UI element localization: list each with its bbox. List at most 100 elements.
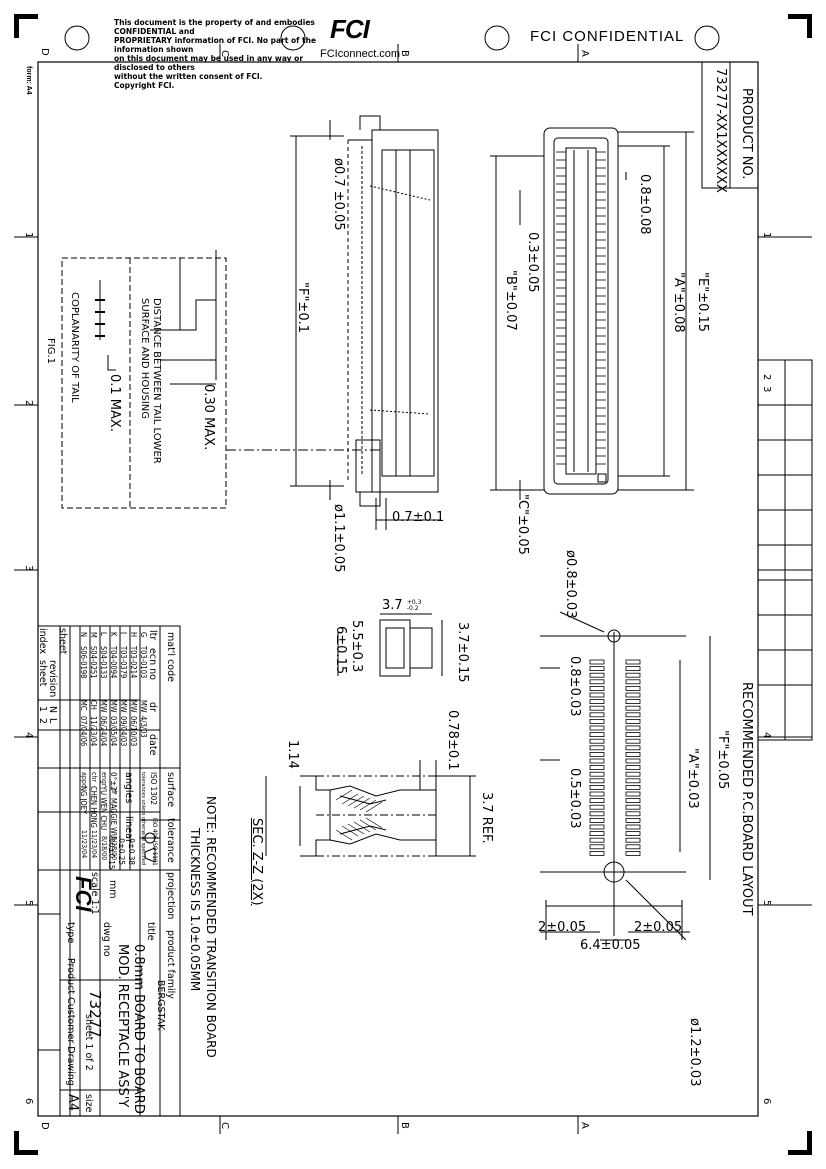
role-date: 11/23/04 xyxy=(80,830,88,859)
frame-corner xyxy=(807,1131,812,1155)
pcb-pad xyxy=(589,732,605,737)
pcb-pad xyxy=(589,699,605,704)
pcb-dim-d12: ø1.2±0.03 xyxy=(687,1018,702,1087)
pcb-dim-p08: 0.8±0.03 xyxy=(567,656,582,717)
revision-cell: L xyxy=(99,632,108,636)
rev-header: ltr xyxy=(147,630,158,641)
pcb-dim-w64: 6.4±0.05 xyxy=(580,938,641,953)
note-line-2: THICKNESS IS 1.0±0.05MM xyxy=(188,828,202,992)
revision-cell: T04-0094 xyxy=(109,646,118,679)
tb-angles: angles xyxy=(123,772,134,804)
pcb-pad xyxy=(625,725,641,731)
pcb-pad xyxy=(625,837,641,843)
tb-iso406: ISO 406 ISO 1101 xyxy=(151,818,158,866)
dim-a008: "A"±0.08 xyxy=(671,272,686,333)
pcb-pad xyxy=(589,719,605,724)
fig1-max-030: 0.30 MAX. xyxy=(201,384,216,451)
revision-cell: S06-0198 xyxy=(79,646,88,679)
pcb-pad xyxy=(625,738,641,744)
pcb-pad xyxy=(589,692,605,698)
pcb-pad xyxy=(589,791,605,797)
revision-cell: K xyxy=(109,632,118,637)
zone-number: 2 xyxy=(761,374,772,381)
revision-cell: CH xyxy=(89,700,98,710)
pcb-pad xyxy=(625,692,641,698)
role-name: YU WEN CHU xyxy=(99,786,108,831)
pcb-pad xyxy=(625,804,641,810)
revision-cell: MW xyxy=(119,700,128,713)
pcb-pad xyxy=(589,785,605,790)
role-date: 8/18/00 xyxy=(100,836,108,861)
zone-number: 1 xyxy=(23,232,34,239)
tb-product-family: BERGSTAK xyxy=(155,980,166,1031)
pcb-pad xyxy=(625,771,641,777)
tb-revision-label: revision xyxy=(47,660,58,698)
role-name: CHEN HONG xyxy=(89,786,98,828)
revision-cell: 07/04/06 xyxy=(79,716,88,747)
pcb-pad xyxy=(625,778,641,784)
zone-number: 5 xyxy=(23,900,34,907)
fci-logo: FCI xyxy=(330,14,370,44)
notice-line: on this document may be used in any way … xyxy=(114,54,304,72)
tb-sheet-label: sheet xyxy=(57,628,68,655)
tb-product-family-label: product family xyxy=(165,930,176,999)
pcb-pad xyxy=(589,666,605,671)
revision-cell: 06/10/03 xyxy=(129,716,138,747)
pcb-pad xyxy=(625,672,641,678)
revision-cell: J xyxy=(119,632,128,634)
revision-cell: MW xyxy=(139,700,148,713)
revision-cell: 4/3/03 xyxy=(139,716,148,738)
pcb-pad xyxy=(589,778,605,784)
confidential-notice: This document is the property of and emb… xyxy=(114,18,324,90)
frame-corner xyxy=(14,1150,38,1155)
tb-iso1302: ISO 1302 xyxy=(149,772,158,805)
tb-surface: surface xyxy=(165,772,176,808)
pcb-pad xyxy=(625,791,641,797)
revision-cell: T03-0103 xyxy=(139,646,148,679)
zone-letter: C xyxy=(219,50,230,57)
pcb-pad xyxy=(625,705,641,711)
pcb-pad xyxy=(589,831,605,836)
dim-ref37: 3.7 REF. xyxy=(479,792,494,844)
dim-b007: "B"±0.07 xyxy=(503,270,518,331)
product-no-label: PRODUCT NO. xyxy=(739,88,754,180)
fig1-distance-note-1: DISTANCE BETWEEN TAIL LOWER xyxy=(151,298,162,464)
pcb-pad xyxy=(625,732,641,737)
revision-cell: S04-0251 xyxy=(89,646,98,679)
role-name: MAGGIE WU xyxy=(109,798,118,839)
pcb-pad xyxy=(625,818,641,823)
revision-cell: 09/04/03 xyxy=(119,716,128,747)
frame-corner xyxy=(788,14,812,19)
dim-h6: 6±0.15 xyxy=(333,626,348,675)
frame-corner xyxy=(14,14,19,38)
tb-lin-val: .0±0.25 xyxy=(117,836,126,865)
product-no-value: 73277-XX1XXXXXX xyxy=(713,68,728,193)
pcb-pad xyxy=(625,719,641,724)
dim-f01: "F"±0.1 xyxy=(295,282,310,334)
pcb-pad xyxy=(625,824,641,830)
website-link[interactable]: FCIconnect.com xyxy=(320,48,401,60)
pcb-pad xyxy=(625,686,641,691)
tb-type-label: type xyxy=(65,922,76,944)
dim-p03: 0.3±0.05 xyxy=(525,232,540,293)
revision-cell: T03-0214 xyxy=(129,646,138,679)
role-label: engr xyxy=(100,772,108,787)
dim-w37-tol-plus: +0.3 xyxy=(406,598,422,606)
dim-e015: "E"±0.15 xyxy=(695,272,710,333)
frame-corner xyxy=(14,14,38,19)
revision-cell: T03-0379 xyxy=(119,646,128,679)
pcb-pad xyxy=(589,738,605,744)
role-label: chr xyxy=(90,772,98,783)
pcb-pad xyxy=(625,712,641,718)
pcb-dim-d08: ø0.8±0.03 xyxy=(563,550,578,619)
rev-header: date xyxy=(147,734,158,756)
pcb-pad xyxy=(625,798,641,803)
revision-cell: H xyxy=(129,632,138,638)
tb-dwg-label: dwg no xyxy=(101,922,112,957)
fig1-coplanarity: COPLANARITY OF TAIL xyxy=(69,292,80,403)
tb-unit: mm xyxy=(107,880,118,899)
role-label: dr xyxy=(110,788,118,795)
pcb-pad xyxy=(589,798,605,803)
zone-letter: B xyxy=(399,1122,410,1129)
pcb-pad xyxy=(589,752,605,757)
